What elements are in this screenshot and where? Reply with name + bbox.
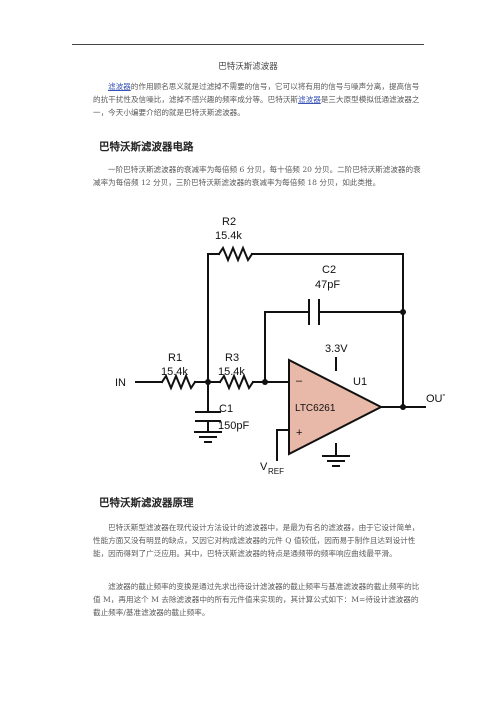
- r1-value: 15.4k: [161, 366, 188, 378]
- r2-name: R2: [222, 216, 236, 228]
- r3-name: R3: [225, 352, 239, 364]
- supply-label: 3.3V: [325, 343, 348, 355]
- c1-value: 150pF: [218, 420, 249, 432]
- opamp-ref-label: U1: [353, 376, 367, 388]
- intro-text-1: 的作用顾名思义就是过滤掉不需要的信号，它可以将有用的信号与噪声分离，提高信号的抗…: [93, 82, 420, 104]
- section-heading-principle: 巴特沃斯滤波器原理: [99, 497, 194, 509]
- resistor-r1: [160, 373, 197, 391]
- intro-paragraph: 滤波器的作用顾名思义就是过滤掉不需要的信号，它可以将有用的信号与噪声分离，提高信…: [93, 80, 423, 119]
- opamp-plus-label: +: [296, 427, 302, 439]
- circuit-paragraph: 一阶巴特沃斯滤波器的衰减率为每倍频 6 分贝，每十倍频 20 分贝。二阶巴特沃斯…: [93, 165, 421, 187]
- junction-dot-1: [205, 379, 211, 385]
- opamp-triangle: [288, 358, 384, 456]
- r3-value: 15.4k: [218, 366, 245, 378]
- r1-name: R1: [168, 352, 182, 364]
- vref-subscript: REF: [268, 467, 284, 476]
- r2-value: 15.4k: [215, 230, 242, 242]
- c2-name: C2: [322, 264, 336, 276]
- vref-label: V: [260, 461, 268, 473]
- principle-paragraph-2: 滤波器的截止频率的变换是通过先求出待设计滤波器的截止频率与基准滤波器的截止频率的…: [93, 582, 420, 617]
- c1-name: C1: [219, 403, 233, 415]
- junction-dot-3: [400, 309, 406, 315]
- butterworth-circuit-diagram: R2 15.4k C2 47pF R1 15.4k R3 15.4k C1 15…: [115, 216, 445, 476]
- page-title: 巴特沃斯滤波器: [218, 62, 278, 72]
- opamp-part-label: LTC6261: [295, 403, 336, 414]
- header-rule: [72, 44, 424, 45]
- filter-link-2[interactable]: 滤波器: [298, 95, 321, 104]
- intro-text-2: 是三大原型模拟低通滤波器之一，今天小编要介绍的就是巴特沃斯滤波器。: [93, 95, 420, 117]
- junction-dot-4: [400, 404, 406, 410]
- junction-dot-2: [262, 379, 268, 385]
- input-label: IN: [115, 377, 126, 389]
- c2-value: 47pF: [315, 279, 340, 291]
- principle-paragraph-1: 巴特沃斯型滤波器在现代设计方法设计的滤波器中，是最为有名的滤波器，由于它设计简单…: [93, 523, 420, 558]
- resistor-r3: [218, 373, 255, 391]
- opamp-minus-label: –: [296, 375, 303, 387]
- section-heading-circuit: 巴特沃斯滤波器电路: [99, 141, 194, 153]
- output-label: OUT: [426, 393, 445, 405]
- filter-link-1[interactable]: 滤波器: [108, 82, 131, 91]
- resistor-r2: [217, 245, 254, 263]
